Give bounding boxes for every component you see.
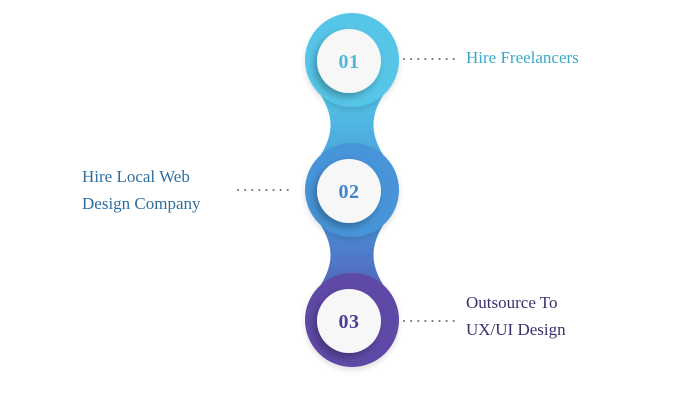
- step-2-label-line-2: Design Company: [82, 194, 201, 213]
- connector-1-2: [314, 85, 390, 165]
- step-3-label-line-1: Outsource To: [466, 293, 558, 312]
- step-1-label: Hire Freelancers: [466, 44, 579, 71]
- step-1-inner-circle: [317, 29, 381, 93]
- step-2-label-line-1: Hire Local Web: [82, 167, 190, 186]
- step-1-node: 01: [305, 13, 399, 107]
- step-1-number: 01: [339, 51, 360, 73]
- step-3-label: Outsource To UX/UI Design: [466, 289, 566, 343]
- connector-2-3: [314, 215, 390, 295]
- step-3-label-line-2: UX/UI Design: [466, 320, 566, 339]
- step-2-inner-circle: [317, 159, 381, 223]
- step-1-label-line: Hire Freelancers: [466, 48, 579, 67]
- step-3-node: 03: [305, 273, 399, 367]
- step-2-node: 02: [305, 143, 399, 237]
- step-2-number: 02: [339, 181, 360, 203]
- step-2-label: Hire Local Web Design Company: [82, 163, 201, 217]
- step-3-inner-circle: [317, 289, 381, 353]
- step-3-number: 03: [339, 311, 360, 333]
